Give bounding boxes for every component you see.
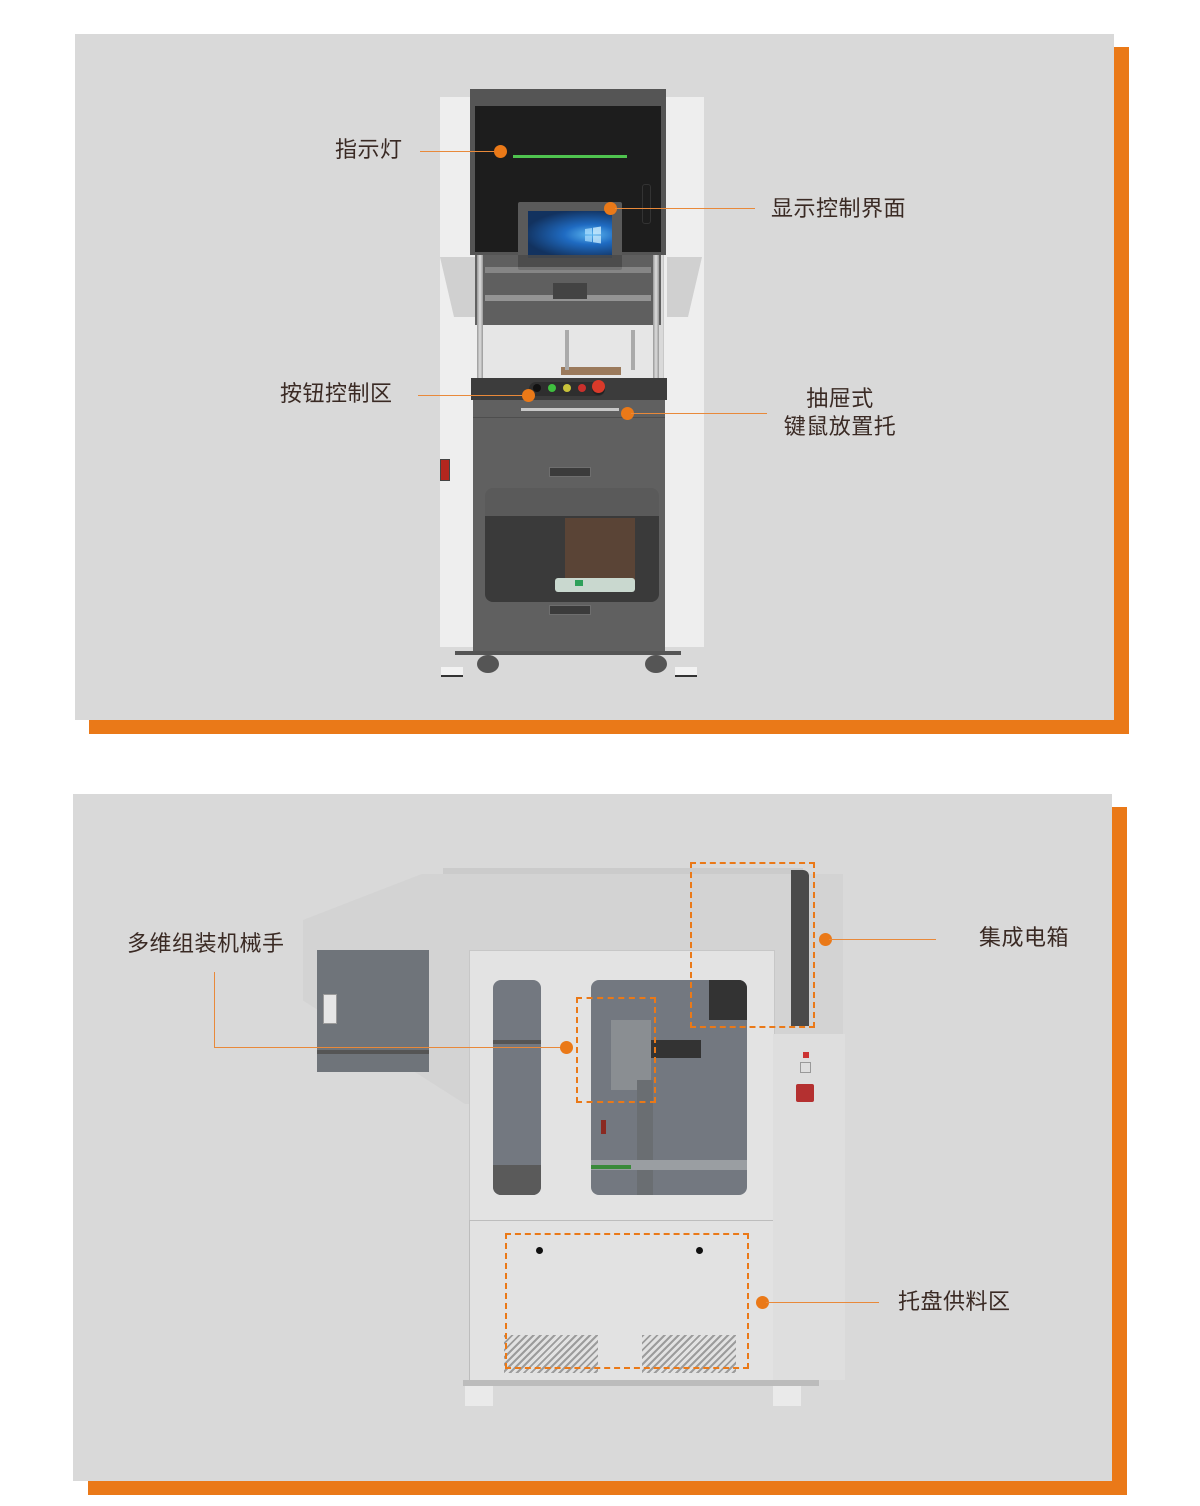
side-slot: [642, 184, 651, 224]
green-button[interactable]: [548, 384, 556, 392]
side-access-door: [317, 950, 429, 1072]
button-control-strip: [471, 378, 667, 400]
red-button[interactable]: [578, 384, 586, 392]
window-right: [591, 980, 747, 1195]
side-machine-illustration: [303, 864, 923, 1424]
front-machine-illustration: [435, 89, 775, 679]
highlight-electrical-box: [690, 862, 815, 1028]
yellow-button[interactable]: [563, 384, 571, 392]
windows-logo-icon: [585, 226, 601, 244]
status-indicator: [803, 1052, 809, 1058]
foot-right: [675, 667, 697, 677]
vent-right: [642, 1335, 736, 1373]
callout-label-indicator-light: 指示灯: [335, 138, 403, 163]
right-side-panel: [773, 1034, 845, 1380]
reset-button[interactable]: [800, 1062, 811, 1073]
callout-label-electrical-box: 集成电箱: [979, 926, 1070, 951]
indicator-light-bar: [513, 155, 627, 158]
callout-line-robot: [214, 1047, 564, 1049]
callout-vline-robot: [214, 972, 216, 1048]
callout-dot-tray-feeder: [756, 1296, 769, 1309]
keyboard-tray-handle[interactable]: [521, 408, 619, 411]
lower-tray-section: [469, 1220, 775, 1382]
vent-left: [504, 1335, 598, 1373]
callout-dot-indicator-light: [494, 145, 507, 158]
window-left: [493, 980, 541, 1195]
highlight-tray-feeder: [505, 1233, 749, 1369]
callout-dot-robot: [560, 1041, 573, 1054]
highlight-robot-arm: [576, 997, 656, 1103]
power-switch[interactable]: [440, 459, 450, 481]
base-plate: [455, 651, 681, 655]
callout-line-electrical-box: [829, 939, 936, 941]
side-foot-left: [465, 1386, 493, 1406]
main-power-switch[interactable]: [796, 1084, 814, 1102]
callout-line-display: [615, 208, 755, 210]
feeder-window: [485, 488, 659, 602]
electrical-box: [791, 870, 809, 1026]
callout-line-button-area: [418, 395, 528, 397]
panel-1-orange-shadow-right: [1114, 47, 1129, 734]
gantry: [475, 255, 661, 325]
foot-left: [441, 667, 463, 677]
caster-left: [477, 655, 499, 673]
callout-label-tray-feeder: 托盘供料区: [898, 1290, 1011, 1315]
callout-dot-electrical-box: [819, 933, 832, 946]
callout-label-keyboard-tray: 抽屉式 键鼠放置托: [783, 387, 897, 440]
right-side-frame: [663, 97, 704, 647]
callout-line-tray-feeder: [766, 1302, 879, 1304]
panel-1-orange-shadow-bottom: [89, 720, 1129, 734]
callout-label-display: 显示控制界面: [771, 197, 907, 222]
callout-label-button-area: 按钮控制区: [280, 382, 393, 407]
hole-right: [696, 1247, 703, 1254]
work-area: [483, 325, 653, 381]
callout-dot-button-area: [522, 389, 535, 402]
callout-label-robot: 多维组装机械手: [127, 932, 285, 957]
drawer-handle-upper[interactable]: [549, 467, 591, 477]
panel-2-orange-shadow-right: [1112, 807, 1127, 1495]
touch-screen-display: [528, 211, 612, 258]
drawer-handle-lower[interactable]: [549, 605, 591, 615]
side-foot-right: [773, 1386, 801, 1406]
column-left: [477, 255, 483, 385]
callout-dot-keyboard-tray: [621, 407, 634, 420]
side-view-panel: 多维组装机械手 集成电箱 托盘供料区: [73, 794, 1112, 1481]
lower-cabinet: [473, 400, 665, 651]
emergency-stop-button[interactable]: [592, 380, 605, 393]
side-base: [463, 1380, 819, 1386]
callout-line-keyboard-tray: [631, 413, 767, 415]
top-rail: [443, 868, 803, 874]
hole-left: [536, 1247, 543, 1254]
callout-dot-display: [604, 202, 617, 215]
callout-line-indicator-light: [420, 151, 500, 153]
front-view-panel: 指示灯 显示控制界面 按钮控制区 抽屉式 键鼠放置托: [75, 34, 1114, 720]
column-right: [653, 255, 659, 385]
knob-button[interactable]: [533, 384, 541, 392]
door-handle[interactable]: [323, 994, 337, 1024]
caster-right: [645, 655, 667, 673]
panel-2-orange-shadow-bottom: [88, 1481, 1127, 1495]
